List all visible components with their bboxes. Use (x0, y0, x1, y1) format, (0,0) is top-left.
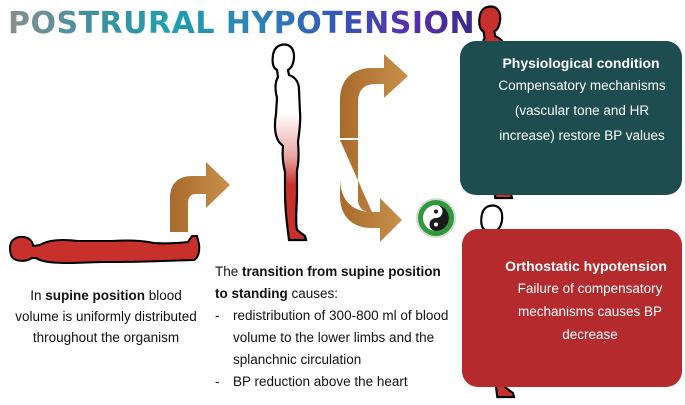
transition-description: The transition from supine position to s… (215, 261, 450, 393)
supine-description: In supine position blood volume is unifo… (8, 285, 204, 348)
orthostatic-title: Orthostatic hypotension (505, 258, 667, 274)
transition-list: -redistribution of 300-800 ml of blood v… (215, 305, 450, 393)
lying-body-figure (9, 235, 201, 264)
diagram-title: POSTRURAL HYPOTENSION (8, 6, 476, 41)
supine-bold: supine position (45, 288, 145, 303)
orthostatic-body: Failure of compensatory mechanisms cause… (517, 281, 663, 342)
list-item-text: BP reduction above the heart (233, 374, 408, 389)
orthostatic-hypotension-box: Orthostatic hypotension Failure of compe… (462, 229, 682, 387)
physiological-condition-box: Physiological condition Compensatory mec… (460, 41, 682, 195)
transition-bold: transition from supine position to stand… (215, 264, 441, 301)
transition-post: causes: (287, 286, 339, 301)
list-dash: - (215, 374, 220, 389)
supine-post: blood volume is uniformly distributed th… (15, 288, 197, 345)
curved-arrow (170, 162, 230, 232)
transition-pre: The (215, 264, 243, 279)
curved-arrow (340, 140, 402, 242)
list-dash: - (215, 308, 220, 323)
yin-yang-icon (416, 198, 456, 238)
list-item: -BP reduction above the heart (215, 371, 450, 393)
curved-arrow (340, 54, 408, 138)
standing-body-figure (271, 43, 308, 242)
list-item-text: redistribution of 300-800 ml of blood vo… (233, 308, 449, 367)
physiological-body: Compensatory mechanisms (vascular tone a… (498, 78, 666, 143)
physiological-title: Physiological condition (502, 55, 660, 71)
transition-intro: The transition from supine position to s… (215, 261, 450, 305)
list-item: -redistribution of 300-800 ml of blood v… (215, 305, 450, 371)
supine-pre: In (30, 288, 46, 303)
